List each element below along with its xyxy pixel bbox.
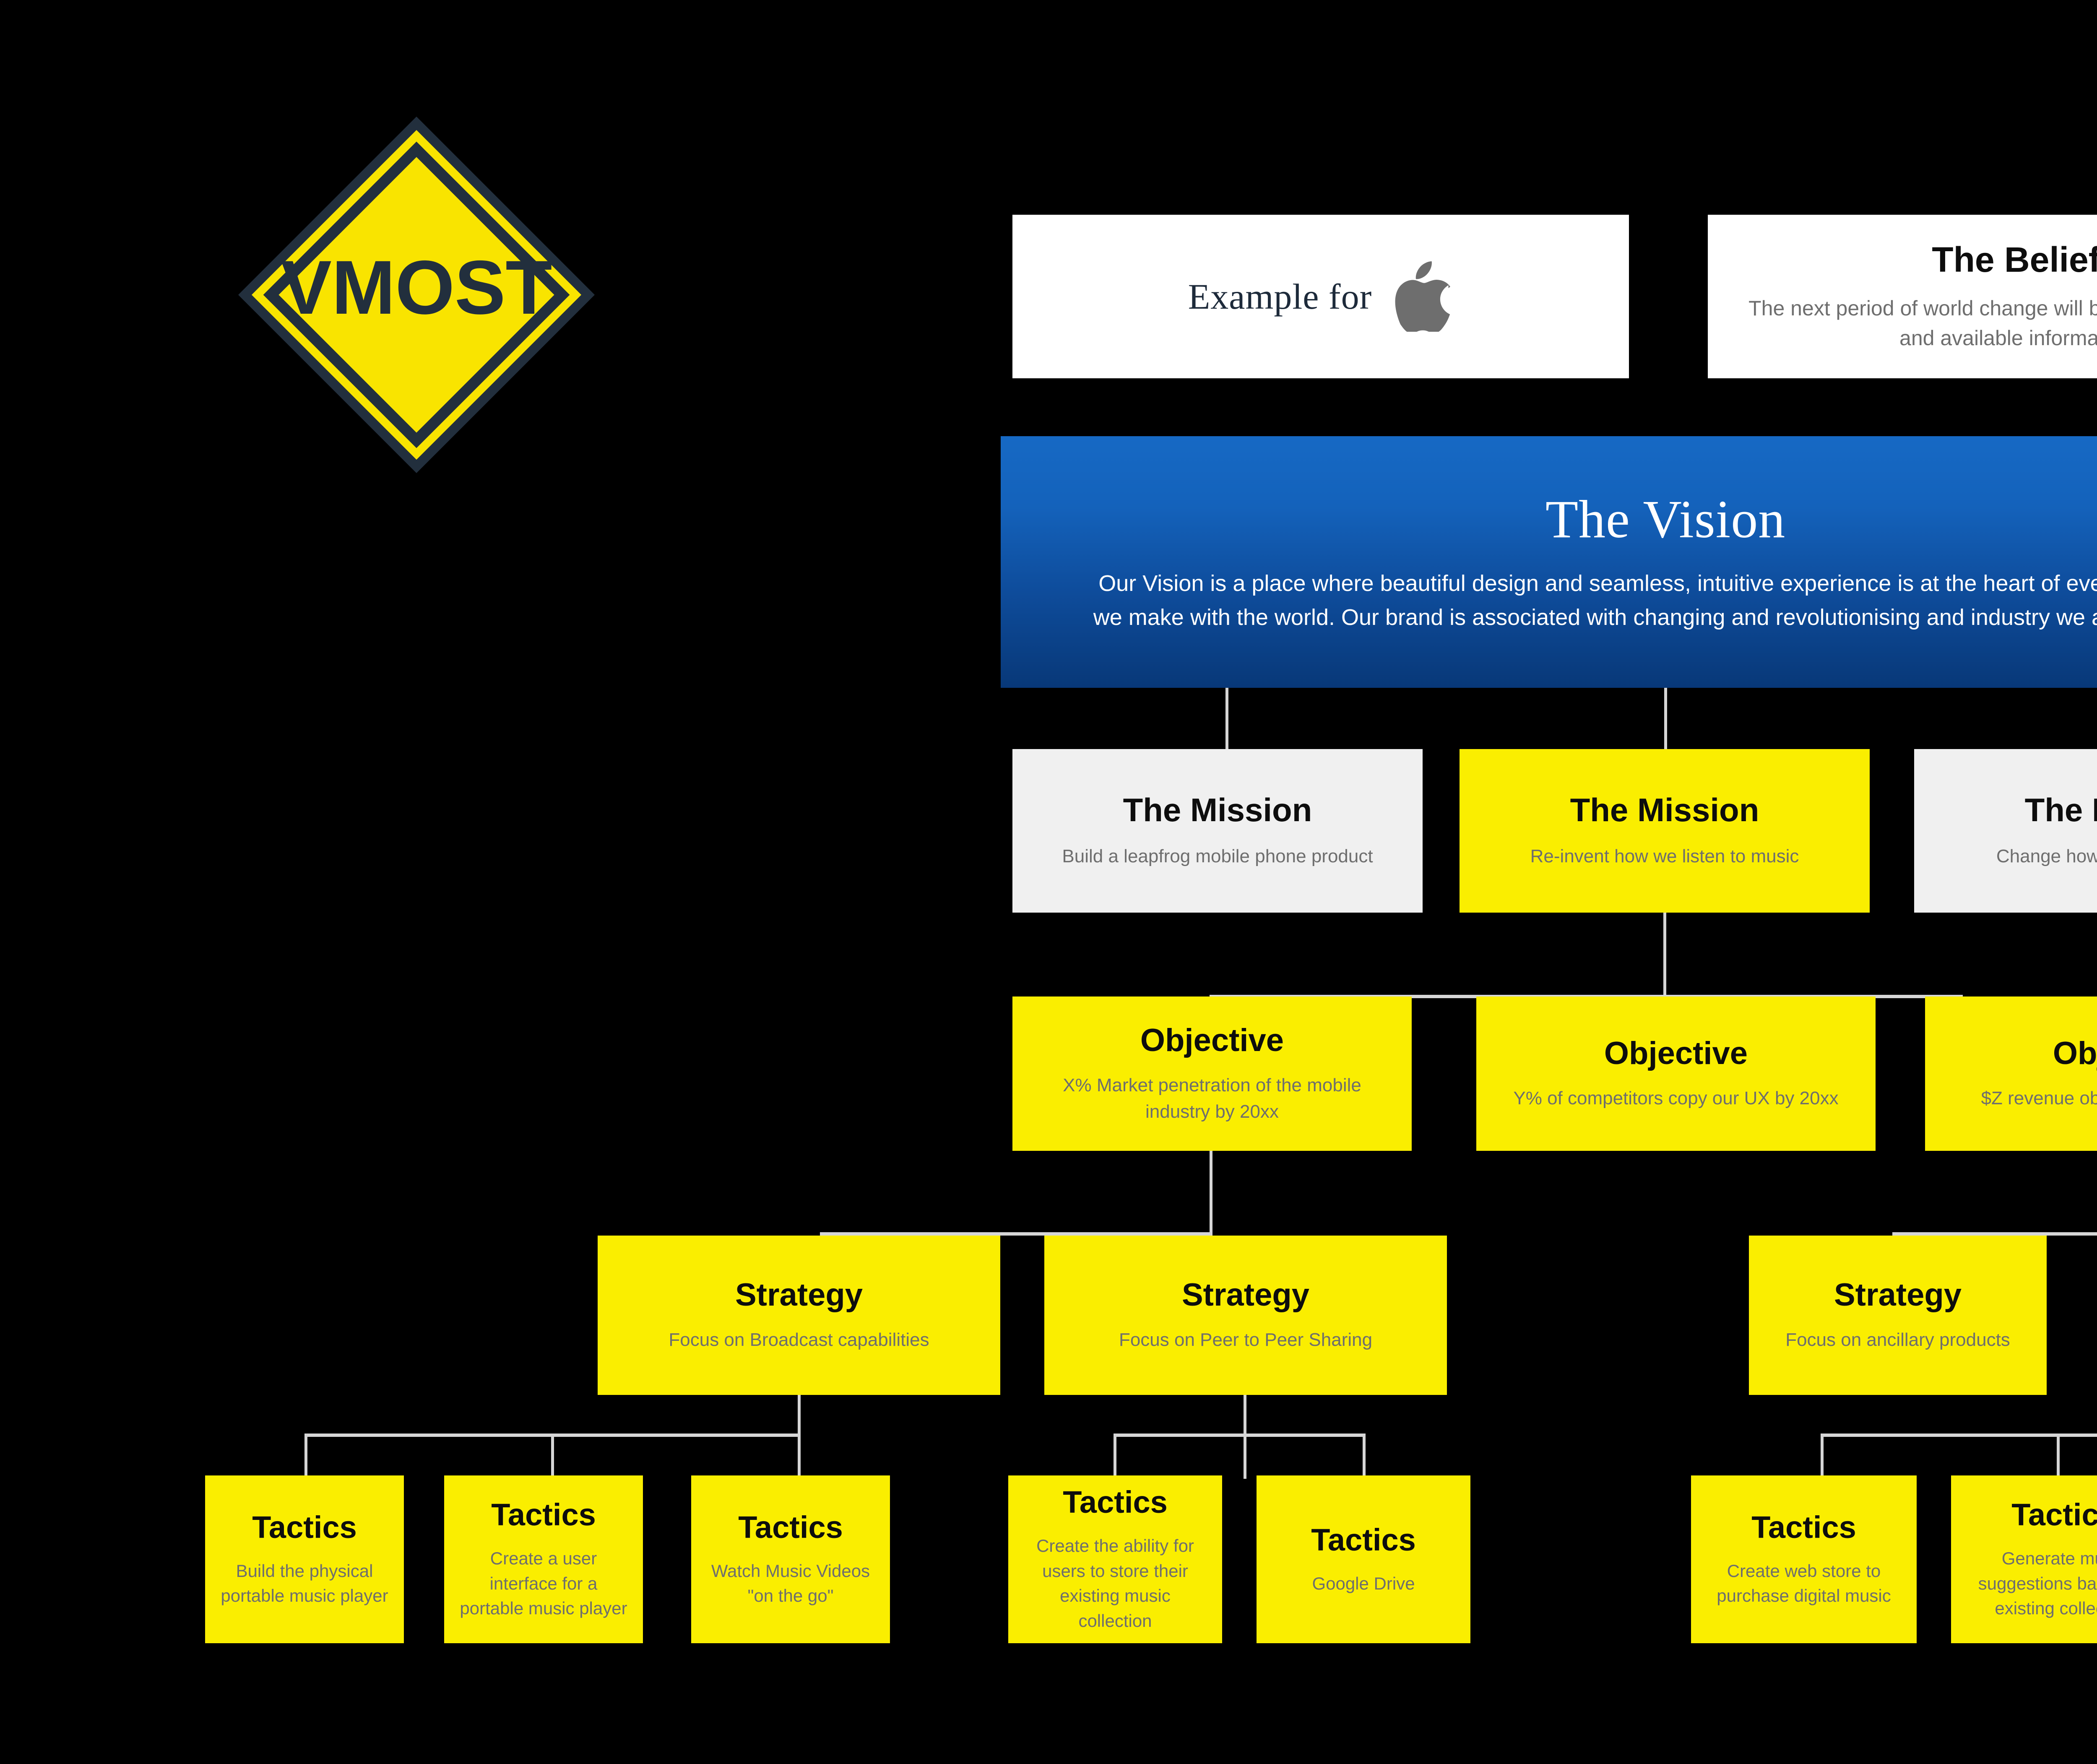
vision-body: Our Vision is a place where beautiful de… [1093,570,2097,630]
example-for-label: Example for [1188,276,1372,317]
connector-tactics-drop-7 [2057,1434,2060,1478]
apple-logo-icon [1395,261,1453,332]
tactics-body: Build the physical portable music player [221,1561,388,1606]
tactics-title: Tactics [1311,1522,1416,1557]
mission-card-2: The Mission Re-invent how we listen to m… [1460,749,1870,913]
tactics-title: Tactics [738,1509,843,1545]
strategy-body: Focus on ancillary products [1785,1330,2010,1350]
strategy-title: Strategy [1181,1277,1310,1313]
connector-tactics-drop-2 [551,1434,554,1478]
objective-card-2: Objective Y% of competitors copy our UX … [1476,996,1876,1151]
tactics-card-1: Tactics Build the physical portable musi… [205,1475,404,1643]
vmost-logo: VMOST [221,100,611,490]
connector-vision-mission-1 [1225,688,1228,749]
objective-card-1: Objective X% Market penetration of the m… [1012,996,1412,1151]
vision-card: The Vision Our Vision is a place where b… [1001,436,2097,688]
mission-body: Re-invent how we listen to music [1530,846,1799,867]
example-for-card: Example for [1012,215,1629,378]
mission-body: Build a leapfrog mobile phone product [1062,846,1373,867]
connector-tactics-bus-3 [1821,1434,2097,1437]
tactics-title: Tactics [1751,1509,1856,1545]
logo-text: VMOST [281,245,552,330]
tactics-title: Tactics [1063,1485,1168,1520]
connector-vision-mission-2 [1664,688,1667,749]
mission-body: Change how people watch TV [1996,846,2097,867]
tactics-title: Tactics [491,1497,596,1532]
connector-tactics-bus-2 [1114,1434,1366,1437]
tactics-body: Create web store to purchase digital mus… [1717,1561,1891,1606]
connector-mission-trunk [1663,913,1666,997]
tactics-card-4: Tactics Create the ability for users to … [1008,1475,1222,1643]
strategy-body: Focus on Broadcast capabilities [669,1330,929,1350]
tactics-card-7: Tactics Generate music suggestions based… [1951,1475,2097,1643]
connector-strategy-bus-right [1892,1232,2097,1236]
objective-body: Y% of competitors copy our UX by 20xx [1513,1088,1839,1109]
tactics-body: Google Drive [1312,1573,1415,1593]
tactics-title: Tactics [2011,1497,2097,1532]
connector-tactics-drop-1 [304,1434,307,1478]
tactics-title: Tactics [252,1509,357,1545]
strategy-title: Strategy [735,1277,863,1313]
strategy-body: Focus on Peer to Peer Sharing [1119,1330,1373,1350]
objective-title: Objective [1140,1022,1284,1058]
connector-tactics-drop-3 [798,1434,801,1478]
objective-card-3: Objective $Z revenue obtained within 3 y… [1925,996,2097,1151]
tactics-body: Create the ability for users to store th… [1036,1536,1194,1631]
connector-tactics-drop-6 [1821,1434,1824,1478]
belief-body: The next period of world change will be … [1748,297,2097,350]
tactics-body: Watch Music Videos "on the go" [711,1561,870,1606]
tactics-card-2: Tactics Create a user interface for a po… [444,1475,643,1643]
mission-title: The Mission [2024,791,2097,829]
connector-strategy2-trunk [1244,1395,1246,1479]
belief-card: The Belief The next period of world chan… [1708,215,2097,378]
mission-card-3: The Mission Change how people watch TV [1914,749,2097,913]
tactics-body: Generate music suggestions based on exis… [1978,1548,2097,1618]
objective-body: X% Market penetration of the mobile indu… [1063,1075,1361,1122]
belief-title: The Belief [1932,239,2097,279]
mission-title: The Mission [1570,791,1759,829]
connector-objective1-trunk [1210,1151,1212,1235]
objective-title: Objective [2053,1036,2097,1072]
tactics-body: Create a user interface for a portable m… [460,1548,627,1618]
tactics-card-3: Tactics Watch Music Videos "on the go" [691,1475,890,1643]
connector-strategy-bus-left [820,1232,1212,1236]
objective-title: Objective [1604,1036,1748,1072]
objective-body: $Z revenue obtained within 3 years [1981,1088,2097,1109]
strategy-title: Strategy [1834,1277,1962,1313]
tactics-card-6: Tactics Create web store to purchase dig… [1691,1475,1917,1643]
tactics-card-5: Tactics Google Drive [1257,1475,1470,1643]
mission-card-1: The Mission Build a leapfrog mobile phon… [1012,749,1423,913]
mission-title: The Mission [1123,791,1312,829]
connector-tactics-drop-5 [1363,1434,1366,1478]
strategy-card-1: Strategy Focus on Broadcast capabilities [598,1236,1000,1395]
strategy-card-2: Strategy Focus on Peer to Peer Sharing [1044,1236,1447,1395]
strategy-card-3: Strategy Focus on ancillary products [1749,1236,2047,1395]
vision-title: The Vision [1545,489,1786,549]
connector-tactics-drop-4 [1114,1434,1116,1478]
